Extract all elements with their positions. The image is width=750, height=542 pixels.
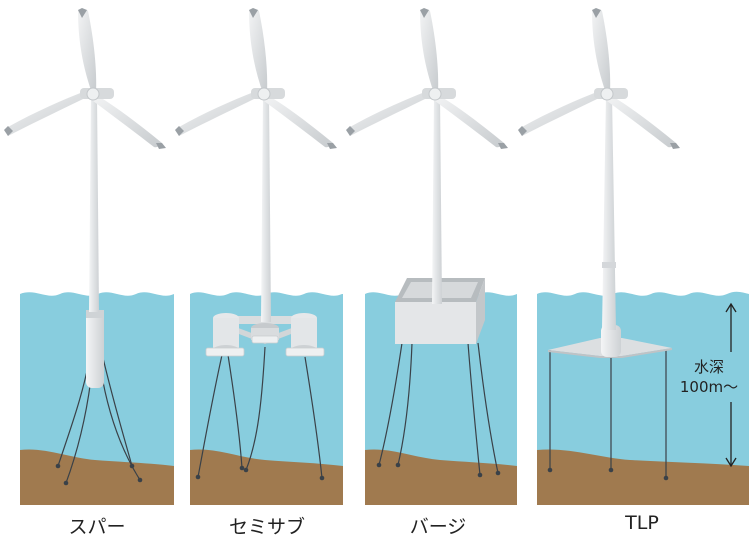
depth-label: 水深 100m～: [672, 357, 746, 397]
anchors-semisub: [195, 465, 325, 481]
tower-barge: [432, 95, 442, 304]
depth-label-line2: 100m～: [679, 378, 739, 396]
tendons-tlp: [549, 350, 667, 478]
seabed-semisub: [190, 449, 343, 505]
panel-barge: [346, 8, 517, 505]
depth-arrow: [725, 302, 737, 468]
spar-buoy: [86, 310, 104, 388]
mooring-lines-semisub: [197, 346, 323, 479]
caption-semisub: セミサブ: [228, 516, 305, 538]
caption-barge: バージ: [409, 516, 467, 538]
barge-hull: [395, 278, 485, 344]
tower-semisub: [261, 95, 271, 322]
caption-tlp: TLP: [625, 512, 659, 534]
anchors-spar: [55, 463, 143, 486]
water-barge: [365, 292, 517, 505]
tower-spar: [89, 95, 99, 312]
panel-semisub: [175, 8, 343, 505]
rotor-spar: [4, 8, 166, 149]
anchors-barge: [376, 462, 501, 478]
rotor-tlp: [518, 8, 680, 149]
depth-label-line1: 水深: [693, 358, 724, 376]
rotor-semisub: [175, 8, 337, 149]
tower-tlp: [602, 95, 616, 330]
caption-spar: スパー: [68, 516, 126, 538]
mooring-lines-barge: [378, 342, 499, 476]
water-spar: [20, 292, 174, 505]
panel-tlp: [518, 8, 749, 505]
panel-spar: [4, 8, 174, 505]
anchors-tlp: [547, 467, 669, 481]
rotor-barge: [346, 8, 508, 149]
tlp-platform: [548, 325, 672, 358]
seabed-tlp: [537, 449, 749, 505]
